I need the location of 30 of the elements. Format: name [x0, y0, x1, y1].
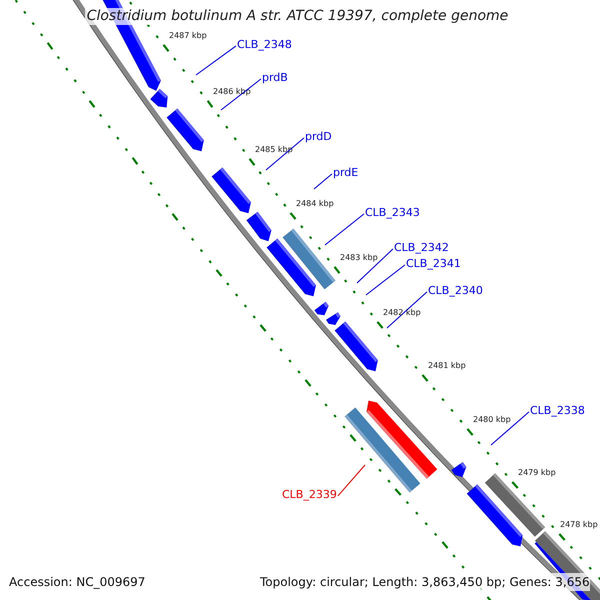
- scale-label: 2480 kbp: [473, 415, 511, 425]
- gene-label: prdE: [333, 166, 358, 180]
- scale-label: 2481 kbp: [428, 361, 466, 371]
- gene-label: prdD: [305, 130, 332, 144]
- scale-label: 2478 kbp: [560, 520, 598, 530]
- gene-label: prdB: [262, 71, 288, 84]
- gene-label: CLB_2348: [237, 38, 292, 52]
- leader-line: [337, 464, 366, 496]
- genome-summary-text: Topology: circular; Length: 3,863,450 bp; Genes: 3,656: [260, 573, 590, 592]
- leader-line: [356, 248, 394, 284]
- gene-label: CLB_2341: [406, 257, 461, 270]
- scale-label: 2484 kbp: [296, 199, 334, 209]
- gene-label: CLB_2343: [365, 206, 420, 220]
- leader-line: [324, 213, 364, 246]
- leader-line: [386, 291, 428, 328]
- scale-label: 2487 kbp: [169, 31, 207, 41]
- scale-label: 2482 kbp: [383, 308, 421, 318]
- leader-line: [196, 45, 236, 76]
- map-title: Clostridium botulinum A str. ATCC 19397, complete genome: [85, 8, 510, 25]
- scale-label: 2479 kbp: [518, 468, 556, 478]
- gene-label: CLB_2340: [428, 284, 483, 298]
- gene-label: CLB_2342: [394, 241, 449, 254]
- gene-label: CLB_2339: [282, 488, 337, 502]
- leader-line: [220, 78, 262, 110]
- gene-label: CLB_2338: [530, 404, 585, 418]
- leader-line: [366, 264, 406, 296]
- leader-line: [266, 137, 304, 170]
- scale-label: 2483 kbp: [340, 253, 378, 263]
- leader-line: [490, 411, 530, 446]
- leader-line: [314, 173, 332, 190]
